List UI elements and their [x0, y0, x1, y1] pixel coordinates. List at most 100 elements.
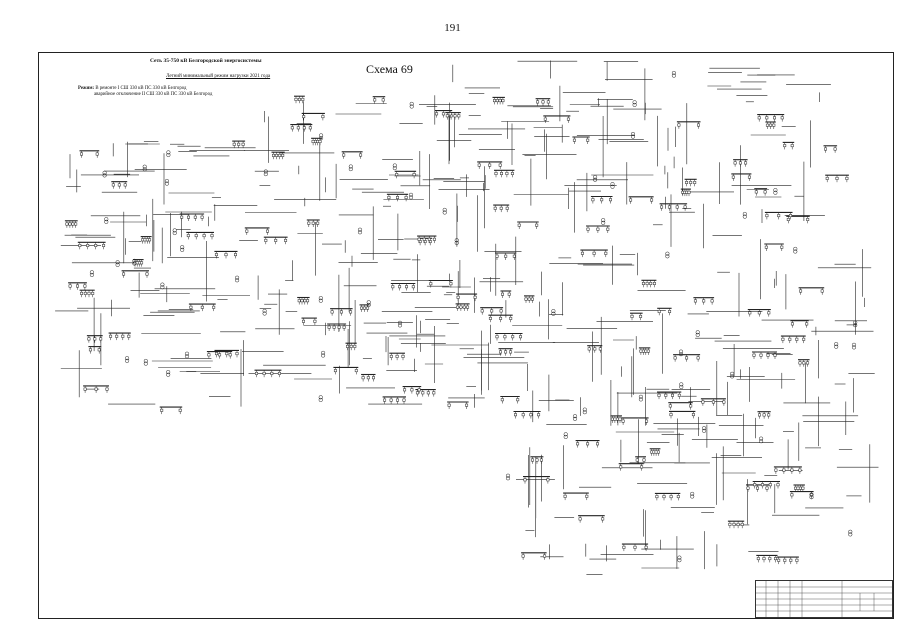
transformer-symbol — [695, 330, 700, 337]
transformer-symbol — [671, 70, 676, 78]
substation-node — [764, 211, 793, 220]
substation-node — [188, 303, 216, 312]
transmission-lines — [55, 60, 879, 576]
mode-text-2: аварийное отключение II СШ 330 кВ ПС 330… — [94, 92, 213, 97]
substation-node — [773, 466, 802, 474]
substation-node — [776, 556, 799, 565]
substation-node — [641, 279, 657, 288]
substation-node — [668, 402, 693, 410]
substation-node — [492, 96, 505, 105]
substation-node — [786, 215, 810, 224]
substation-node — [621, 417, 649, 425]
transformer-symbol — [263, 169, 268, 177]
substation-node — [659, 203, 688, 211]
mode-label: Режим: — [78, 86, 95, 91]
transformer-symbol — [454, 238, 459, 245]
substation-node — [428, 279, 453, 288]
substation-node — [214, 349, 239, 358]
transformer-symbol — [125, 356, 130, 363]
substation-node — [206, 351, 233, 359]
transformer-symbol — [164, 178, 169, 186]
substation-node — [495, 332, 523, 341]
substation-node — [523, 476, 550, 484]
substation-node — [752, 351, 777, 359]
substation-node — [757, 411, 771, 419]
transformer-symbol — [665, 251, 670, 259]
transformer-symbol — [793, 246, 798, 254]
transformer-symbol — [773, 188, 778, 195]
substation-node — [798, 359, 810, 367]
substation-node — [480, 307, 504, 315]
transformer-symbol — [702, 426, 707, 433]
transformer-symbol — [679, 382, 684, 390]
substation-node — [621, 543, 649, 552]
transformer-symbol — [184, 351, 190, 359]
transformer-symbol — [115, 260, 120, 267]
substation-node — [394, 170, 417, 179]
substation-node — [263, 236, 288, 245]
substation-node — [684, 178, 697, 187]
substation-node — [290, 124, 313, 132]
substation-node — [825, 174, 849, 183]
substation-node — [311, 137, 322, 146]
page-number: 191 — [444, 22, 461, 34]
substation-node — [731, 173, 752, 181]
substations — [64, 70, 858, 565]
substation-node — [445, 112, 461, 120]
substation-node — [301, 317, 317, 326]
transformer-symbol — [551, 309, 556, 316]
substation-node — [790, 320, 809, 328]
transformer-symbol — [572, 414, 578, 421]
substation-node — [341, 151, 363, 159]
substation-node — [455, 303, 470, 311]
substation-node — [572, 136, 590, 144]
substation-node — [327, 323, 347, 331]
substation-node — [79, 150, 100, 158]
substation-node — [530, 456, 544, 464]
substation-node — [214, 250, 238, 259]
transformer-symbol — [759, 436, 764, 444]
substation-node — [746, 484, 769, 492]
substation-node — [700, 398, 726, 406]
transformer-symbol — [357, 227, 363, 235]
transformer-symbol — [180, 245, 185, 252]
transformer-symbol — [132, 258, 137, 266]
transformer-symbol — [392, 163, 397, 171]
transformer-symbol — [397, 320, 403, 328]
substation-node — [586, 225, 610, 233]
substation-node — [297, 296, 310, 305]
substation-node — [140, 236, 152, 244]
substation-node — [83, 385, 109, 393]
substation-node — [361, 373, 376, 382]
transformer-symbol — [319, 133, 324, 141]
transformer-symbol — [166, 150, 171, 158]
substation-node — [798, 287, 825, 295]
substation-node — [417, 235, 437, 244]
title-block-stamp — [755, 580, 893, 618]
substation-node — [271, 151, 285, 160]
substation-node — [752, 480, 780, 489]
transformer-symbol — [142, 164, 147, 172]
substation-node — [108, 332, 131, 341]
transformer-symbol — [366, 300, 371, 307]
transformer-symbol — [638, 394, 643, 402]
substation-node — [372, 96, 386, 104]
substation-node — [680, 188, 691, 197]
transformer-symbol — [853, 320, 858, 328]
substation-node — [789, 491, 814, 499]
transformer-symbol — [630, 131, 636, 139]
transformer-symbol — [834, 342, 839, 349]
substation-node — [756, 554, 778, 563]
diagram-subtitle: Летний минимальный режим нагрузки 2021 г… — [166, 74, 271, 79]
transformer-symbol — [809, 492, 814, 500]
transformer-symbol — [160, 282, 165, 290]
substation-node — [359, 304, 370, 312]
substation-node — [330, 308, 353, 316]
transformer-symbol — [593, 175, 598, 182]
substation-node — [488, 314, 513, 323]
transformer-symbol — [678, 349, 684, 357]
substation-node — [77, 241, 106, 250]
substation-node — [590, 195, 613, 204]
substation-node — [628, 196, 654, 204]
